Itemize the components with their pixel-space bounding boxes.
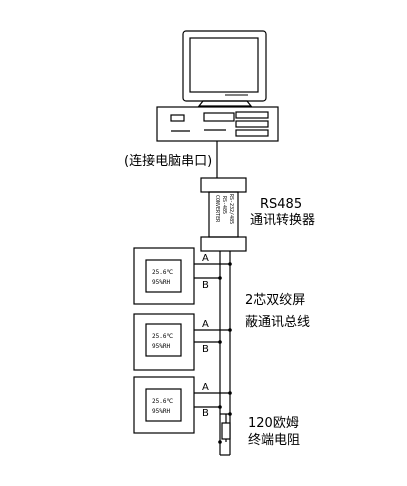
terminator-label-line2: 终端电阻 xyxy=(248,432,300,448)
converter-title-line2: 通讯转换器 xyxy=(250,213,315,228)
bus-label-line1: 2芯双绞屏 xyxy=(245,292,305,308)
monitor-icon xyxy=(182,30,267,107)
bus-trunk xyxy=(219,251,231,456)
meter-2: 25.6℃ 95%RH A B xyxy=(133,313,232,371)
meter-3-reading-2: 95%RH xyxy=(152,408,170,415)
converter-body-text-2: CONVERTER xyxy=(214,195,220,223)
converter-body-text-1: RS-485 xyxy=(221,196,227,214)
meter-1-wire-a: A xyxy=(202,253,209,264)
pc-case-icon xyxy=(156,106,279,142)
meter-3: 25.6℃ 95%RH A B xyxy=(133,376,232,434)
rs485-converter-icon xyxy=(200,177,247,252)
meter-1-wire-b: B xyxy=(202,280,209,291)
meter-2-wire-a: A xyxy=(202,319,209,330)
meter-3-reading-1: 25.6℃ xyxy=(152,398,173,405)
terminal-resistor-icon xyxy=(218,412,232,444)
meter-2-reading-1: 25.6℃ xyxy=(152,333,173,340)
meter-1-reading-2: 95%RH xyxy=(152,279,170,286)
meter-2-reading-2: 95%RH xyxy=(152,343,170,350)
converter-body-text-0: RS-232/485 xyxy=(228,194,234,224)
meter-1: 25.6℃ 95%RH A B xyxy=(133,247,232,305)
pc-port-label: (连接电脑串口) xyxy=(124,153,212,169)
bus-label-line2: 蔽通讯总线 xyxy=(245,315,310,330)
meter-2-wire-b: B xyxy=(202,344,209,355)
terminator-label-line1: 120欧姆 xyxy=(248,416,299,431)
meter-3-wire-b: B xyxy=(202,408,209,419)
meter-3-wire-a: A xyxy=(202,382,209,393)
meter-1-reading-1: 25.6℃ xyxy=(152,269,173,276)
converter-title-line1: RS485 xyxy=(260,197,302,212)
